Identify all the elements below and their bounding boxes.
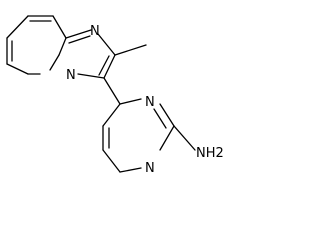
pyrimidine-ring: [102, 98, 175, 173]
bond: [52, 15, 67, 39]
bond: [49, 54, 60, 71]
structure-diagram: N N N N NH2: [6, 15, 224, 176]
bond: [119, 98, 142, 105]
bond: [6, 15, 29, 39]
bond: [153, 108, 167, 129]
imidazole-ring: [65, 29, 116, 79]
bridgehead-n-label: N: [66, 68, 76, 83]
bond: [97, 33, 116, 56]
pyridine-ring: [6, 15, 67, 75]
imidazole-n-label: N: [90, 24, 100, 39]
bond: [159, 103, 175, 127]
pyrimidine-n-lower-label: N: [145, 161, 155, 176]
bond: [98, 55, 110, 76]
molecule-drawing: N N N N NH2: [6, 15, 224, 176]
bond: [77, 73, 105, 79]
bond: [103, 54, 116, 79]
bond: [119, 167, 142, 173]
bond: [58, 37, 67, 56]
methyl-bond: [114, 44, 147, 56]
bond: [159, 125, 175, 151]
amine-bond: [173, 125, 196, 151]
linker-bond: [103, 77, 121, 105]
bond: [102, 103, 121, 127]
bond: [65, 29, 92, 39]
bond: [68, 35, 91, 44]
bond: [102, 149, 121, 173]
pyrimidine-n-upper-label: N: [145, 95, 155, 110]
bond: [6, 63, 29, 75]
amine-label: NH2: [196, 146, 224, 161]
